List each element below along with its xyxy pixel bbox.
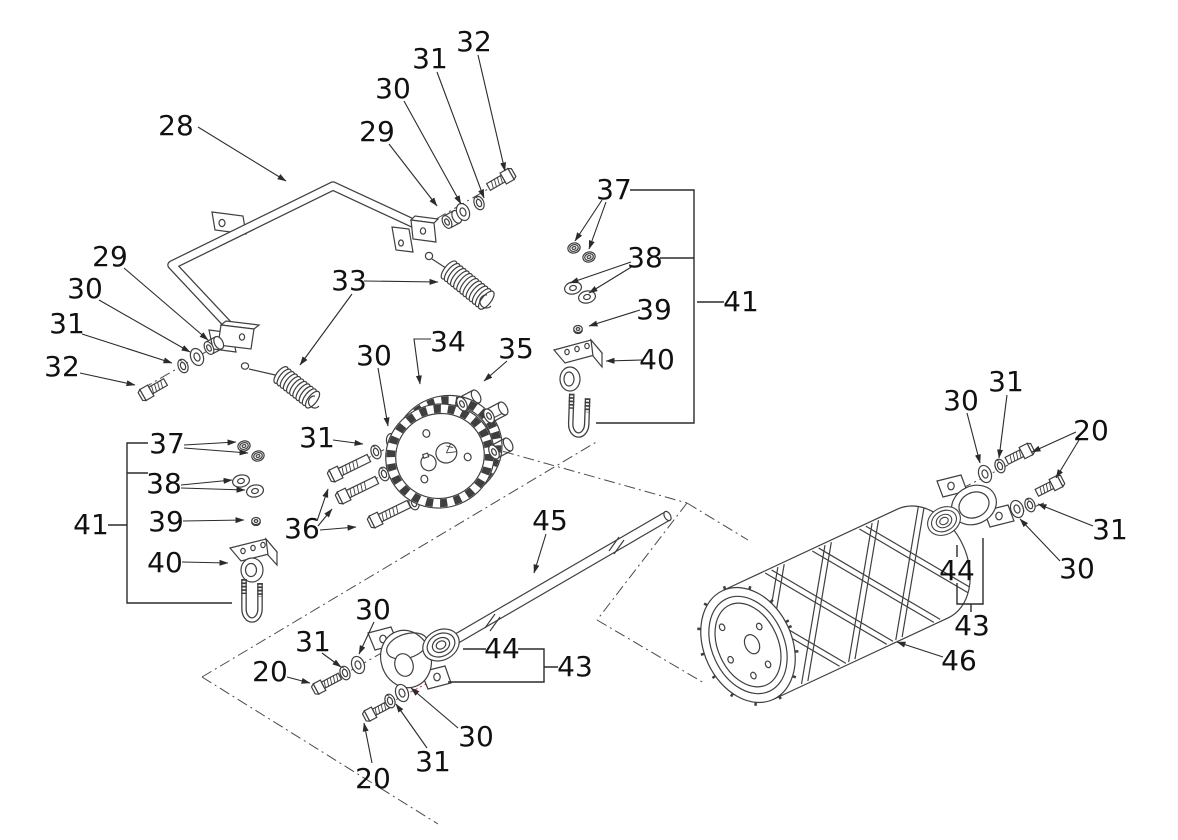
- roller-3: [488, 437, 514, 460]
- sprocket-bolt-3: [365, 497, 413, 530]
- part-label-30-lowerleft-1: 30: [355, 593, 391, 626]
- tension-spring-upper: [424, 251, 495, 310]
- red-centerline: [381, 682, 429, 708]
- part-label-31-mid: 31: [299, 421, 335, 454]
- part-label-44-right: 44: [939, 554, 975, 587]
- part-label-32-left: 32: [44, 350, 80, 383]
- part-label-31-right-1: 31: [988, 365, 1024, 398]
- part-label-28: 28: [158, 109, 194, 142]
- chain-sprocket: [385, 394, 503, 509]
- part-label-39-right: 39: [636, 293, 672, 326]
- part-label-44-left: 44: [484, 632, 520, 665]
- part-label-38-right: 38: [627, 241, 663, 274]
- part-label-31-lowerleft-2: 31: [415, 745, 451, 778]
- part-label-30-left: 30: [67, 272, 103, 305]
- part-label-36: 36: [284, 512, 320, 545]
- ubolt-group-right: [552, 240, 604, 436]
- part-label-46: 46: [941, 644, 977, 677]
- part-label-30-top: 30: [375, 72, 411, 105]
- part-label-41-left: 41: [73, 508, 109, 541]
- roller-1: [456, 389, 482, 412]
- part-label-40-right: 40: [639, 343, 675, 376]
- part-label-31-right-2: 31: [1092, 513, 1128, 546]
- part-label-32-top: 32: [456, 25, 492, 58]
- tension-spring-lower: [240, 362, 321, 409]
- part-label-39-left: 39: [148, 505, 184, 538]
- part-label-30-lowerleft-2: 30: [458, 720, 494, 753]
- part-label-43-right: 43: [954, 609, 990, 642]
- roller-drum: [697, 498, 988, 706]
- hanger-bracket-right: [552, 338, 604, 392]
- part-labels: 28 29 30 31 32 29 30 31 32 33 34 35 30 3…: [44, 25, 1128, 795]
- part-label-31-lowerleft-1: 31: [295, 625, 331, 658]
- bearing-flange-right: [922, 441, 1067, 542]
- part-label-40-left: 40: [147, 546, 183, 579]
- part-label-29-top: 29: [359, 115, 395, 148]
- hanger-bracket-left: [228, 537, 279, 583]
- sprocket-bolt-1: [325, 451, 373, 484]
- ubolt-group-left: [228, 438, 279, 620]
- roller-2: [483, 401, 509, 424]
- part-label-29-left: 29: [92, 240, 128, 273]
- part-label-30-mid: 30: [356, 339, 392, 372]
- u-bolt-left: [244, 579, 260, 620]
- handle-frame: [167, 181, 440, 353]
- frame-hardware-left: [136, 334, 227, 403]
- part-label-30-right-1: 30: [943, 384, 979, 417]
- u-bolt-right: [570, 394, 587, 436]
- part-label-20-lowerleft-2: 20: [355, 762, 391, 795]
- part-label-45: 45: [532, 504, 568, 537]
- part-label-33: 33: [331, 264, 367, 297]
- group-bracket-lines: [108, 189, 984, 683]
- part-label-20-lowerleft-1: 20: [252, 655, 288, 688]
- frame-hardware-right: [439, 166, 518, 231]
- part-label-30-right-2: 30: [1059, 552, 1095, 585]
- part-label-43-left: 43: [557, 650, 593, 683]
- part-label-34: 34: [430, 325, 466, 358]
- sprocket-assembly: [325, 389, 514, 530]
- part-label-31-top: 31: [412, 42, 448, 75]
- part-label-37-right: 37: [596, 173, 632, 206]
- part-label-31-left: 31: [49, 307, 85, 340]
- part-label-20-right: 20: [1073, 414, 1109, 447]
- part-label-41-right: 41: [723, 285, 759, 318]
- leader-lines: [79, 54, 1094, 764]
- part-label-38-left: 38: [146, 467, 182, 500]
- part-label-37-left: 37: [149, 427, 185, 460]
- bearing-flange-left: [367, 622, 466, 690]
- part-label-35: 35: [498, 332, 534, 365]
